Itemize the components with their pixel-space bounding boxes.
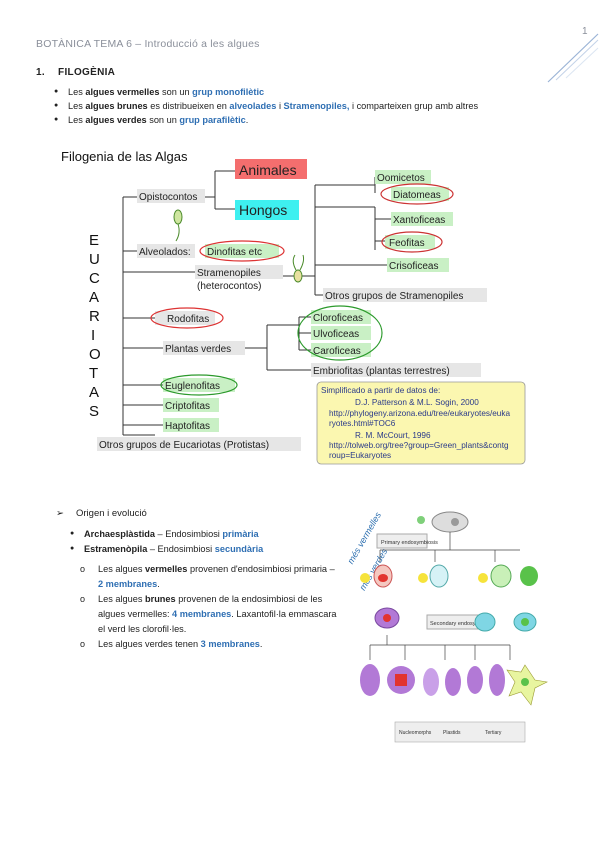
svg-text:A: A	[89, 289, 99, 306]
note-line: Simplificado a partir de datos de:	[321, 386, 440, 395]
label-rodofitas: Rodofitas	[167, 314, 209, 325]
svg-text:S: S	[89, 403, 99, 420]
section-number: 1.	[36, 67, 45, 78]
label-crisoficeas: Crisoficeas	[389, 261, 438, 272]
heterokont-icon	[292, 254, 305, 283]
label-animales: Animales	[239, 162, 297, 178]
label-euglenofitas: Euglenofitas	[165, 381, 220, 392]
label-plantas-verdes: Plantas verdes	[165, 344, 231, 355]
svg-text:I: I	[91, 327, 95, 344]
page-header-title: BOTÀNICA TEMA 6 – Introducció a les algu…	[36, 38, 260, 50]
phylogeny-tree-figure: Filogenia de las Algas E U C A R I O T A…	[61, 149, 526, 465]
bullet-item-green: Les algues verdes son un grup parafilèti…	[54, 115, 248, 125]
note-line: http://phylogeny.arizona.edu/tree/eukary…	[329, 409, 510, 418]
section-heading: 1. FILOGÈNIA	[36, 67, 115, 78]
label-cloroficeas: Cloroficeas	[313, 313, 363, 324]
label-oomicetos: Oomicetos	[377, 173, 425, 184]
endosymbiosis-diagram: més vermelles més verdes Primary endosym…	[345, 510, 548, 743]
tree-title: Filogenia de las Algas	[61, 149, 188, 164]
corner-decoration	[547, 33, 599, 83]
subsection-heading: Origen i evolució	[56, 508, 147, 519]
origin-sub-brown: Les algues brunes provenen de la endosim…	[80, 592, 338, 637]
svg-text:T: T	[89, 365, 98, 382]
label-ulvoficeas: Ulvoficeas	[313, 329, 359, 340]
source-note-box	[316, 381, 526, 465]
svg-text:O: O	[89, 346, 101, 363]
label-otros-eucariotas: Otros grupos de Eucariotas (Protistas)	[99, 440, 269, 451]
label-haptofitas: Haptofitas	[165, 421, 210, 432]
label-alveolados: Alveolados:	[139, 247, 191, 258]
secondary-label: Secondary endosymbiosis	[430, 621, 494, 627]
diagram-bottom-label: Nucleomorphs	[399, 730, 432, 736]
label-xantoficeas: Xantoficeas	[393, 215, 445, 226]
svg-text:E: E	[89, 232, 99, 249]
bullet-item-red: Les algues vermelles son un grup monofil…	[54, 87, 264, 97]
section-title: FILOGÈNIA	[58, 67, 116, 78]
label-heterocontos: (heterocontos)	[197, 281, 261, 292]
note-line: R. M. McCourt, 1996	[355, 431, 431, 440]
svg-text:A: A	[89, 384, 99, 401]
page-number: 1	[582, 26, 588, 37]
note-line: ryotes.html#TOC6	[329, 419, 396, 428]
note-line: D.J. Patterson & M.L. Sogin, 2000	[355, 398, 479, 407]
eucariotas-letters: E U C A R I O T A S	[89, 232, 101, 420]
zoospore-icon	[173, 209, 183, 242]
label-hongos: Hongos	[239, 202, 287, 218]
label-otros-stramenopiles: Otros grupos de Stramenopiles	[325, 291, 463, 302]
diagram-bottom-label: Plastids	[443, 730, 461, 736]
label-feofitas: Feofitas	[389, 238, 425, 249]
primary-label: Primary endosymbiosis	[381, 540, 438, 546]
origin-item-archaeplastida: Archaesplàstida – Endosimbiosi primària	[70, 529, 259, 539]
label-criptofitas: Criptofitas	[165, 401, 210, 412]
origin-sub-green: Les algues verdes tenen 3 membranes.	[80, 637, 338, 652]
svg-text:C: C	[89, 270, 100, 287]
label-dinofitas: Dinofitas etc	[207, 247, 262, 258]
note-line: http://tolweb.org/tree?group=Green_plant…	[329, 441, 509, 450]
note-line: roup=Eukaryotes	[329, 451, 391, 460]
label-opistocontos: Opistocontos	[139, 192, 197, 203]
svg-text:U: U	[89, 251, 100, 268]
svg-text:R: R	[89, 308, 100, 325]
origin-sub-red: Les algues vermelles provenen d'endosimb…	[80, 562, 338, 592]
label-embriofitas: Embriofitas (plantas terrestres)	[313, 366, 450, 377]
label-diatomeas: Diatomeas	[393, 190, 441, 201]
origin-item-stramenopila: Estramenòpila – Endosimbiosi secundària	[70, 544, 263, 554]
diagram-bottom-label: Tertiary	[485, 730, 502, 736]
label-stramenopiles: Stramenopiles	[197, 268, 261, 279]
bullet-item-brown: Les algues brunes es distribueixen en al…	[54, 101, 478, 111]
label-caroficeas: Caroficeas	[313, 346, 361, 357]
